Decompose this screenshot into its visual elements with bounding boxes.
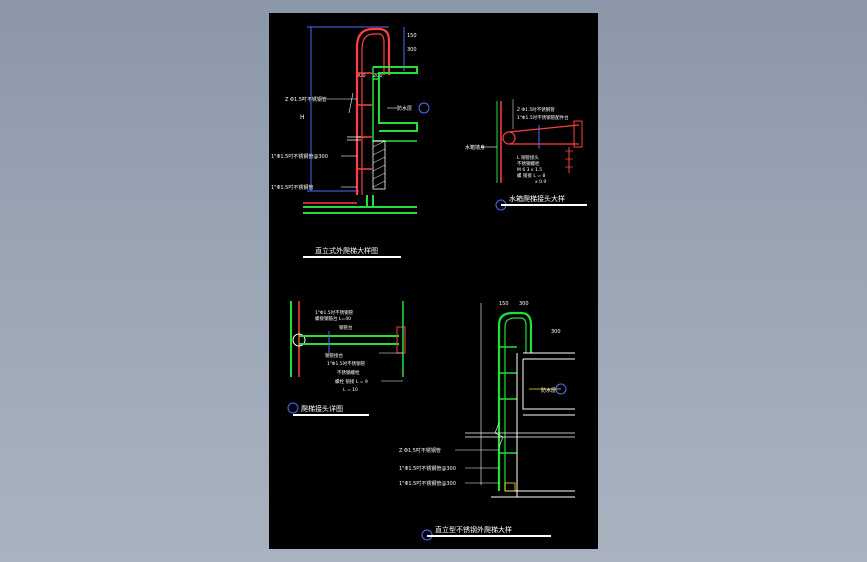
label-b-7: x 0.9	[535, 179, 546, 185]
ref-bubble-icon	[418, 102, 430, 114]
label-c-5: 1"Φ1.5吋不锈钢管	[327, 360, 366, 367]
label-c-4: 钢管接台	[325, 352, 343, 359]
dim-1: 150	[407, 33, 417, 39]
detail-a: H 150 300 200 300 Z Φ1.5吋不锈钢管	[271, 26, 430, 258]
label-b-2: 1"Φ1.5吋不锈钢管配件台	[517, 114, 569, 121]
label-d-2: 1"Φ1.5吋不锈钢管@300	[399, 465, 456, 472]
label-d-1: Z Φ1.5吋不锈钢管	[399, 447, 441, 454]
label-b-left: 水箱墙身	[465, 144, 485, 151]
label-d-3: 1"Φ1.5吋不锈钢管@300	[399, 480, 456, 487]
label-c-7: 螺栓 锁接 L = 9	[335, 378, 368, 385]
label-c-6: 不锈钢螺栓	[337, 369, 360, 376]
dim-3: 300	[407, 47, 417, 53]
label-a-right: 防水层	[397, 105, 412, 112]
joint-circle-icon	[502, 131, 516, 145]
dim-d-3: 300	[551, 329, 561, 335]
dim-d-1: 150	[499, 301, 509, 307]
label-b-4: 不锈钢螺栓	[517, 160, 540, 167]
joint-circle-icon	[292, 333, 306, 347]
label-a-3: 1"Φ1.5吋不锈钢管	[271, 184, 313, 191]
dim-4: 300	[356, 73, 366, 79]
dim-2: 200	[373, 73, 383, 79]
title-c: 爬梯接头详图	[301, 404, 343, 413]
label-b-3: L 铜管接头	[517, 154, 539, 161]
dim-h: H	[300, 114, 305, 121]
label-a-1: Z Φ1.5吋不锈钢管	[285, 96, 327, 103]
ref-bubble-icon	[555, 383, 567, 395]
title-b: 水箱爬梯接头大样	[509, 194, 565, 203]
label-c-8: L = 10	[343, 387, 358, 393]
detail-d: 150 300 300 防水层 Z Φ1.5吋不锈钢管 1"Φ1.5吋不锈钢管@…	[399, 301, 575, 541]
label-c-2: 螺接钢筋台 L=40	[315, 315, 351, 322]
ref-bubble-icon	[287, 402, 299, 414]
label-c-1: 1"Φ1.5吋不锈钢管	[315, 309, 354, 316]
detail-c: 1"Φ1.5吋不锈钢管 螺接钢筋台 L=40 钢管台 钢管接台 1"Φ1.5吋不…	[287, 301, 406, 416]
label-b-6: 螺 锁接 L = 8	[517, 172, 545, 179]
dim-d-2: 300	[519, 301, 529, 307]
label-c-3: 钢管台	[339, 324, 353, 331]
label-b-5: M 6 3 x 1.5	[517, 167, 542, 173]
drawing-sheet: H 150 300 200 300 Z Φ1.5吋不锈钢管	[269, 13, 598, 549]
title-d: 直立型不锈钢外爬梯大样	[435, 525, 512, 534]
title-a: 直立式外爬梯大样图	[315, 246, 378, 255]
cad-drawing: H 150 300 200 300 Z Φ1.5吋不锈钢管	[271, 26, 587, 541]
label-a-2: 1"Φ1.5吋不锈钢管@300	[271, 153, 328, 160]
label-b-1: Z Φ1.5吋不锈钢管	[517, 106, 555, 113]
label-d-right: 防水层	[541, 387, 556, 394]
detail-b: Z Φ1.5吋不锈钢管 1"Φ1.5吋不锈钢管配件台 L 铜管接头 不锈钢螺栓 …	[465, 99, 587, 211]
